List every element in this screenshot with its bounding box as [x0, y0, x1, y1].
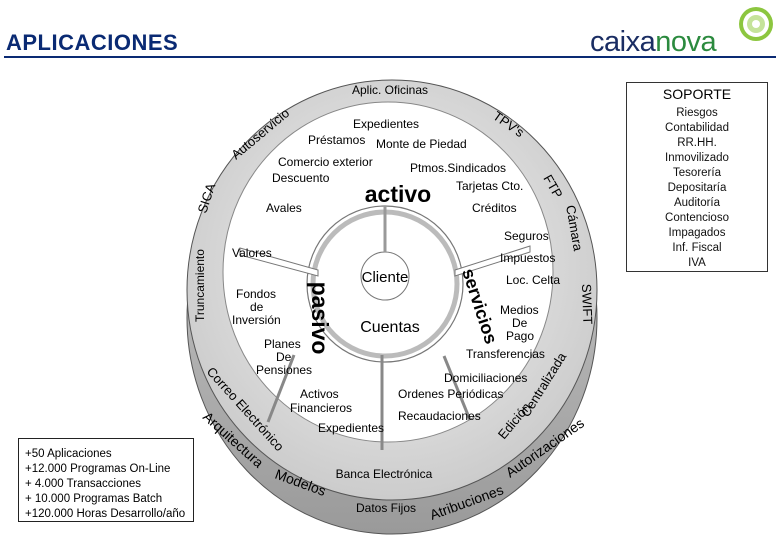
spoke-right [454, 245, 531, 277]
activo-item-expedientes: Expedientes [353, 117, 419, 131]
soporte-item: RR.HH. [677, 137, 717, 149]
pasivo-item-expedientes: Expedientes [318, 421, 384, 435]
soporte-item: Auditoría [673, 197, 721, 209]
servicios-item-transferencias: Transferencias [466, 347, 545, 361]
servicios-item-domiciliaciones: Domiciliaciones [444, 371, 527, 385]
soporte-item: Riesgos [676, 107, 718, 119]
servicios-item-loc-celta: Loc. Celta [506, 273, 560, 287]
activo-item-monte: Monte de Piedad [376, 137, 467, 151]
bottom-item-banca: Banca Electrónica [336, 467, 433, 481]
pasivo-item-valores: Valores [232, 246, 272, 260]
pasivo-item-fondos-1: Fondos [236, 287, 276, 301]
activo-item-avales: Avales [266, 201, 302, 215]
activo-item-sindicados: Ptmos.Sindicados [410, 161, 506, 175]
activo-item-creditos: Créditos [472, 201, 517, 215]
pasivo-item-planes-3: Pensiones [256, 363, 312, 377]
spoke-bottom-left [266, 354, 296, 423]
soporte-item: Contabilidad [665, 122, 729, 134]
stat-line: + 10.000 Programas Batch [25, 493, 163, 505]
spoke-left [239, 247, 319, 277]
ring-label-swift: SWIFT [579, 284, 595, 325]
soporte-item: Inf. Fiscal [672, 242, 722, 254]
section-pasivo: pasivo [307, 282, 333, 355]
page-title: APLICACIONES [6, 30, 179, 55]
pasivo-item-fondos-2: de [250, 300, 264, 314]
servicios-item-medios-2: De [512, 316, 528, 330]
bottom-item-datos-fijos: Datos Fijos [356, 501, 416, 515]
soporte-panel: SOPORTE Riesgos Contabilidad RR.HH. Inmo… [626, 82, 768, 272]
stat-line: + 4.000 Transacciones [25, 478, 142, 490]
logo-text-caixa: caixa [590, 26, 656, 58]
stats-box: +50 Aplicaciones +12.000 Programas On-Li… [18, 438, 194, 522]
pasivo-item-activos-2: Financieros [290, 401, 352, 415]
title-underline [4, 56, 776, 58]
soporte-item: Depositaría [667, 182, 727, 194]
soporte-item: Tesorería [673, 167, 721, 179]
stat-line: +120.000 Horas Desarrollo/año [25, 508, 186, 520]
section-activo: activo [365, 181, 431, 207]
center-cuentas: Cuentas [360, 319, 420, 336]
activo-item-descuento: Descuento [272, 171, 330, 185]
pasivo-item-fondos-3: Inversión [232, 313, 281, 327]
logo-emblem-icon [739, 7, 773, 41]
ring-label-truncamiento: Truncamiento [193, 249, 207, 322]
soporte-item: Inmovilizado [665, 152, 729, 164]
servicios-item-recaudaciones: Recaudaciones [398, 409, 481, 423]
servicios-item-medios-3: Pago [506, 329, 534, 343]
center-cliente: Cliente [362, 269, 409, 286]
activo-item-tarjetas: Tarjetas Cto. [456, 179, 523, 193]
top-label: Aplic. Oficinas [352, 83, 428, 97]
servicios-item-impuestos: Impuestos [500, 251, 555, 265]
pasivo-item-planes-2: De [276, 350, 292, 364]
soporte-item: IVA [688, 257, 706, 269]
servicios-item-medios-1: Medios [500, 303, 539, 317]
activo-item-comercio: Comercio exterior [278, 155, 373, 169]
logo-text-nova: nova [655, 26, 717, 58]
servicios-item-seguros: Seguros [504, 229, 549, 243]
pasivo-item-activos-1: Activos [300, 387, 339, 401]
spoke-bottom-right [442, 355, 472, 421]
stat-line: +50 Aplicaciones [25, 448, 112, 460]
stat-line: +12.000 Programas On-Line [25, 463, 171, 475]
soporte-item: Impagados [668, 227, 726, 239]
soporte-item: Contencioso [665, 212, 729, 224]
servicios-item-ordenes: Ordenes Periódicas [398, 387, 503, 401]
pasivo-item-planes-1: Planes [264, 337, 301, 351]
caixanova-logo: caixanova [588, 4, 778, 60]
soporte-title: SOPORTE [662, 86, 732, 102]
activo-item-prestamos: Préstamos [308, 133, 365, 147]
soporte-list: Riesgos Contabilidad RR.HH. Inmovilizado… [627, 106, 767, 271]
